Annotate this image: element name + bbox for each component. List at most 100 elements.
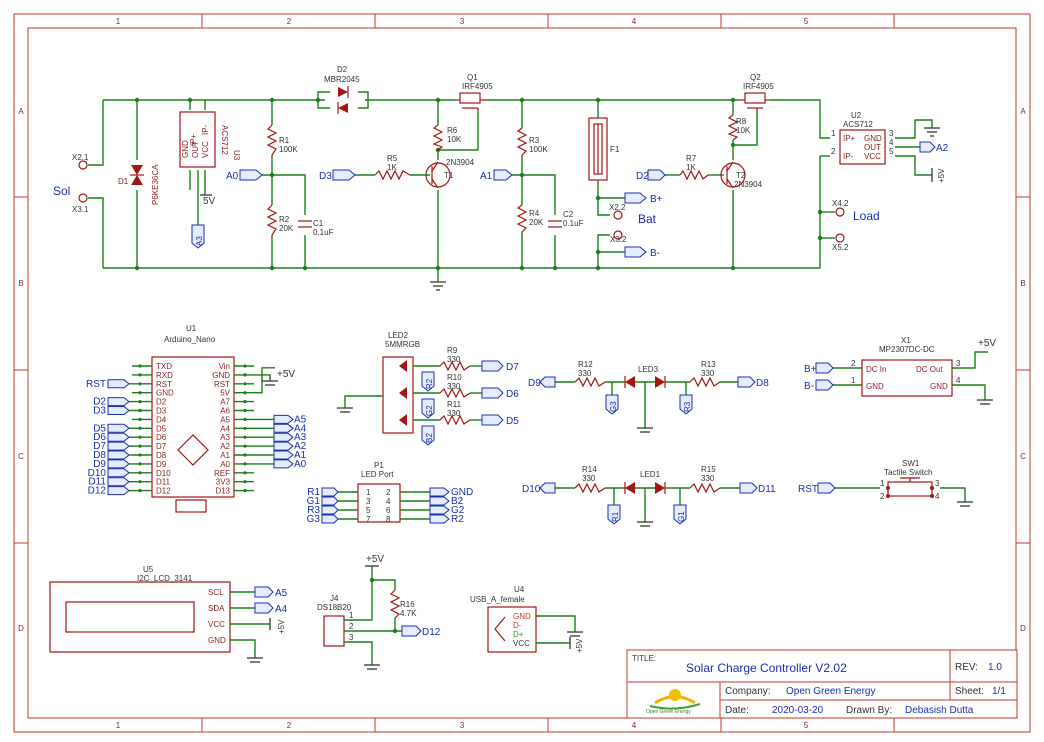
x1-pin-num-4: 4 [956,376,961,385]
c2-value: 0.1uF [563,219,584,228]
p1-net-right-gnd: GND [451,487,473,498]
led3-bicolor: LED3 R12 330 R13 330 D9 D8 G3 R3 [528,360,769,433]
u2-pin-vcc: VCC [864,152,881,161]
row-label-b: B [18,279,23,288]
p1-net-flag-g1 [321,496,339,506]
arduino-pin-d3: D3 [156,407,167,416]
col-label-3-bottom: 3 [460,721,465,730]
u3-value: ACS712 [220,125,229,155]
bminus-net-label: B- [650,248,660,259]
f1-fuse [588,117,608,181]
arduino-pin-right-gnd: GND [212,371,230,380]
row-label-c-right: C [1020,452,1026,461]
a2-net-label: A2 [936,143,949,154]
x2-1-terminal [78,160,88,170]
r10-resistor [439,387,471,399]
u4-5v-label: +5V [575,638,584,653]
x1-net-bminus: B- [804,381,814,392]
p1-net-flag-right-b2 [429,496,450,506]
arduino-net-d5: D5 [93,423,106,434]
arduino-pin-d5: D5 [156,424,167,433]
led3-ref: LED3 [638,365,659,374]
logo-text: Open Green Energy [646,709,691,715]
led3-net-r3: R3 [683,401,692,412]
c1-label: C1 [313,219,324,228]
a0-net-label: A0 [226,171,239,182]
r10-value: 330 [447,382,461,391]
bat-label: Bat [638,212,657,226]
led1-net-r1: R1 [611,511,620,522]
x5-2-label: X5.2 [832,243,849,252]
x1-dcdc-module: DC In GND DC Out GND 2 1 3 4 X1 MP2307DC… [804,336,996,405]
arduino-net-flag-d7 [107,441,130,451]
t1-transistor [425,161,451,189]
x3-2-terminal [613,230,623,240]
arduino-net-flag-a1 [273,450,294,460]
j4-net-d12-flag [401,625,422,637]
r3-resistor [516,127,528,156]
power-section: Sol X2.1 X3.1 D1 P6KE36CA IP+ GND OUT VC… [53,65,949,291]
t2-transistor [720,161,746,189]
arduino-pin-d2: D2 [156,398,167,407]
rev-value: 1.0 [988,662,1002,673]
p1-pin-7: 7 [366,515,371,524]
arduino-pin-right-d13: D13 [215,487,230,496]
r14-value: 330 [582,474,596,483]
r13-label: R13 [701,360,716,369]
u3-out-net-a3 [191,224,205,249]
r8-resistor [727,114,739,141]
r13-value: 330 [701,369,715,378]
led1-net-d11-flag [739,482,758,494]
u5-net-a5-flag [254,586,274,598]
r16-label: R16 [400,600,415,609]
r8-label: R8 [736,117,747,126]
u2-pin-gnd: GND [864,134,882,143]
u3-pin-vcc: VCC [201,141,210,158]
u2-5v-label: +5V [937,168,946,183]
drawing-frame: 1 2 3 4 5 1 2 3 4 5 A B C D A B C D [13,13,1031,733]
x3-1-terminal [78,193,88,203]
arduino-pin-right-5v: 5V [220,389,230,398]
p1-ref: P1 [374,461,384,470]
x2-1-label: X2.1 [72,153,89,162]
p1-pin-4: 4 [386,497,391,506]
led1-net-d10-flag [539,482,556,494]
col-label-5-bottom: 5 [804,721,809,730]
arduino-net-d12: D12 [88,486,107,497]
arduino-net-d11: D11 [88,477,106,488]
c2-label: C2 [563,210,574,219]
arduino-net-d3: D3 [93,406,106,417]
r12-label: R12 [578,360,593,369]
date-value: 2020-03-20 [772,705,824,716]
r9-label: R9 [447,346,458,355]
p1-net-flag-right-r2 [429,514,450,524]
p1-net-right-g2: G2 [451,505,465,516]
d3-net-flag [332,169,356,181]
u2-ground-symbol [924,127,940,137]
j4-ref: J4 [330,594,339,603]
j4-ds18b20: +5V J4 DS18B20 R16 4.7K 1 2 3 D12 [317,554,441,670]
led1-net-r1-flag [607,504,621,525]
arduino-net-flag-d5 [107,423,130,433]
r4-label: R4 [529,209,540,218]
r5-value: 1K [387,163,397,172]
arduino-net-a3: A3 [294,432,307,443]
title-label: TITLE: [632,654,656,663]
load-label: Load [853,209,880,223]
sw1-pin-num-2: 2 [880,492,885,501]
r5-resistor [374,169,411,181]
p1-pin-3: 3 [366,497,371,506]
arduino-name: Arduino_Nano [164,335,216,344]
arduino-right-pins: VinGNDRST5VA7A6A5A4A3A2A1A0REF3V3D13A5A4… [212,362,306,496]
sw1-ref: SW1 [902,459,920,468]
col-label-2: 2 [287,17,292,26]
sw1-net-rst-flag [817,482,836,494]
r3-label: R3 [529,136,540,145]
r8-value: 10K [736,126,751,135]
p1-pin-1: 1 [366,488,371,497]
row-label-a: A [18,107,24,116]
sheet-label: Sheet: [955,686,984,697]
led1-net-d11: D11 [758,484,776,495]
d1-label: D1 [118,177,129,186]
col-label-4-bottom: 4 [632,721,637,730]
